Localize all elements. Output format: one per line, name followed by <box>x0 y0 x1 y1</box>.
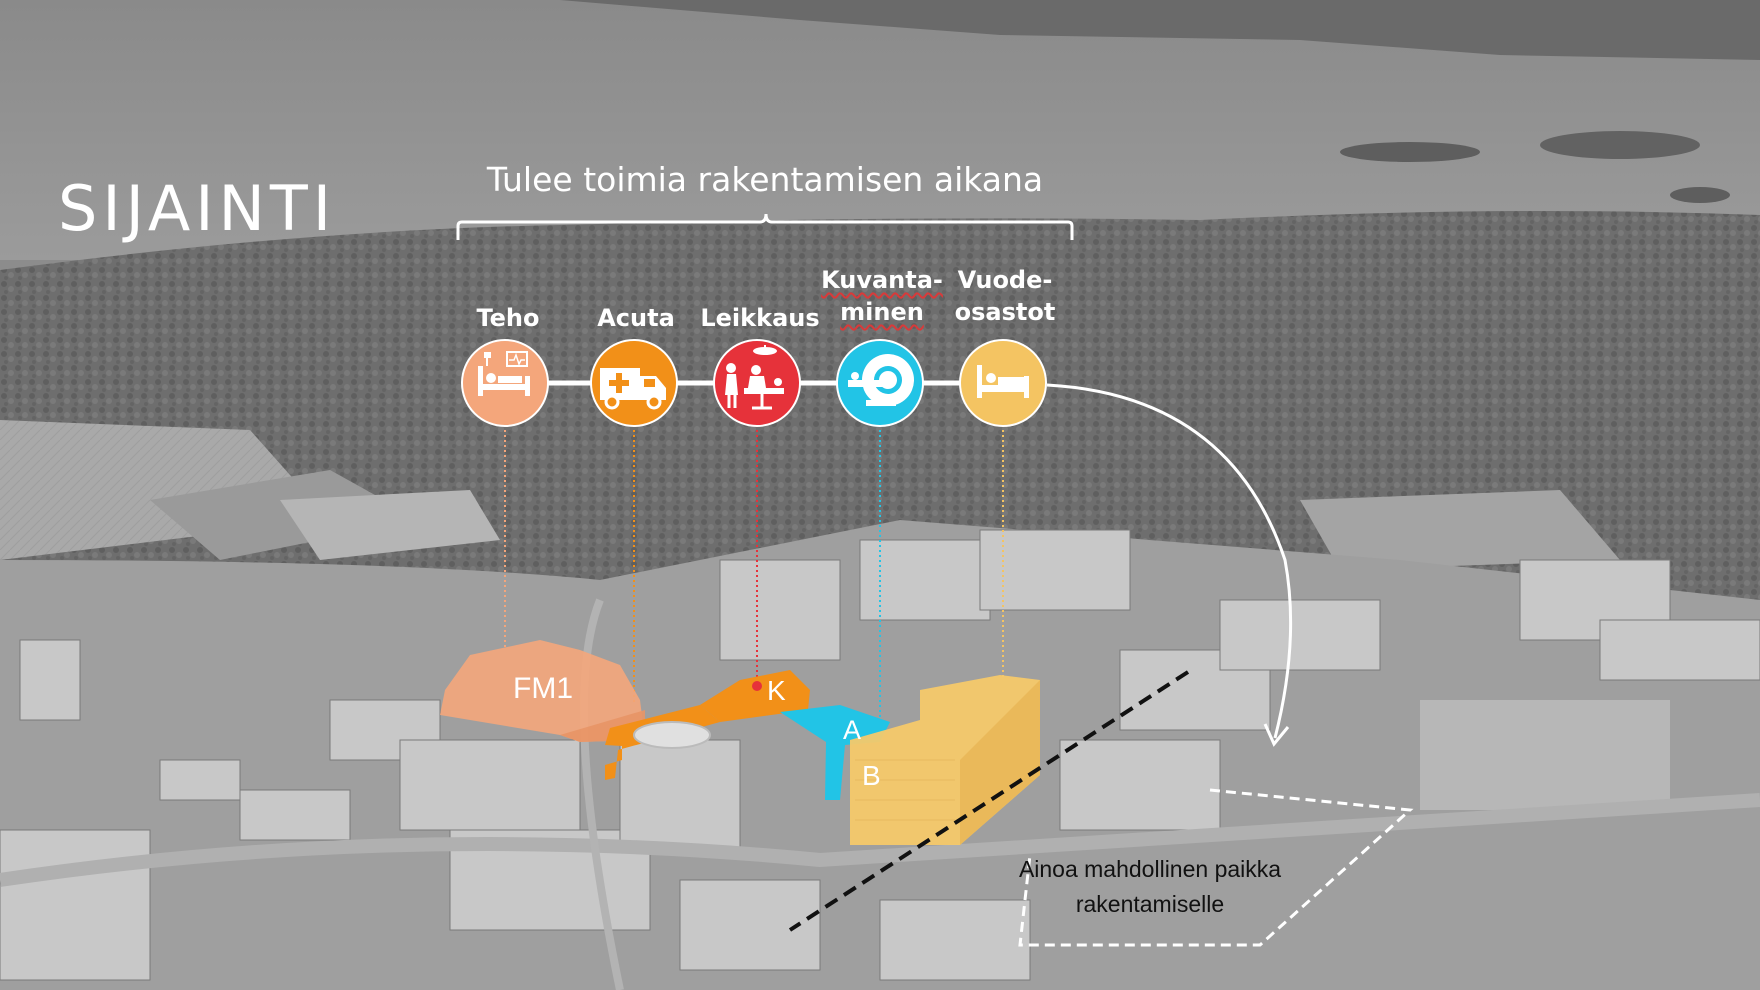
boundary-line <box>788 670 1190 932</box>
building-label-fm1: FM1 <box>513 672 573 705</box>
construction-site-outline <box>1018 788 1414 947</box>
building-fm1 <box>440 640 645 742</box>
page-title: SIJAINTI <box>58 172 337 245</box>
building-k <box>700 670 810 722</box>
dept-label-line: Acuta <box>597 304 675 332</box>
bracket <box>456 213 1074 240</box>
dept-label-line: minen <box>840 298 924 326</box>
dept-label-vuodeosastot: Vuode- osastot <box>935 264 1075 328</box>
marker-dot <box>752 681 762 691</box>
building-label-b: B <box>862 760 881 791</box>
building-label-a: A <box>843 715 862 745</box>
dept-label-leikkaus: Leikkaus <box>690 302 830 334</box>
dept-label-acuta: Acuta <box>566 302 706 334</box>
building-label-k: K <box>767 675 786 706</box>
dept-label-line: Kuvanta- <box>821 266 943 294</box>
building-a <box>780 705 890 800</box>
ambulance-icon <box>590 339 678 427</box>
dept-label-line: osastot <box>954 298 1056 326</box>
note-line: Ainoa mahdollinen paikka <box>1018 856 1282 882</box>
note-line: rakentamiselle <box>1075 891 1225 917</box>
mri-scanner-icon <box>836 339 924 427</box>
bed-icon <box>959 339 1047 427</box>
icu-bed-monitor-icon <box>461 339 549 427</box>
dept-label-line: Teho <box>476 304 540 332</box>
bracket-label: Tulee toimia rakentamisen aikana <box>486 160 1044 199</box>
dept-label-line: Vuode- <box>957 266 1053 294</box>
dept-label-teho: Teho <box>438 302 578 334</box>
dept-label-line: Leikkaus <box>700 304 820 332</box>
arrow-curve <box>1046 383 1293 739</box>
surgery-icon <box>713 339 801 427</box>
dept-label-kuvantaminen: Kuvanta- minen <box>812 264 952 328</box>
construction-note: Ainoa mahdollinen paikka rakentamiselle <box>960 852 1340 922</box>
